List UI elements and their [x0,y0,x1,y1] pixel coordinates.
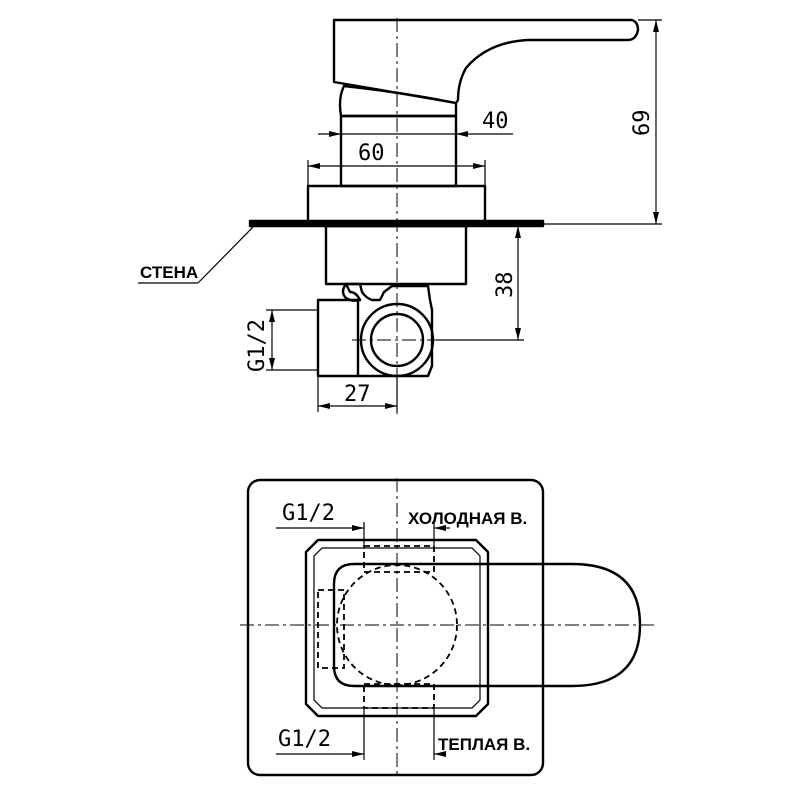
dim-cold-thread-text: G1/2 [282,501,335,526]
dim-27-text: 27 [344,382,371,407]
top-view: G1/2 ХОЛОДНАЯ В. G1/2 ТЕПЛАЯ В. [240,478,658,777]
wall-rosette [246,478,545,777]
wall-leader-line [197,223,257,284]
dim-g12-side-text: G1/2 [245,319,270,372]
dim-g12-arrow-bottom [269,358,275,370]
dim-60-arrow-left [308,163,320,169]
dim-38-arrow-bottom [515,328,521,340]
hidden-inlet-top [363,545,435,573]
dim-40-arrow-left [329,131,341,137]
dim-warm-arrow-left [352,751,364,757]
lever-top-outline [332,562,642,688]
lever-handle [332,18,640,105]
mixer-body [324,224,468,286]
connection-notch [341,282,362,302]
warm-water-label: ТЕПЛАЯ В. [438,735,530,754]
hidden-inlet-bottom [363,683,435,709]
dim-40-text: 40 [482,109,509,134]
dim-69-arrow-top [653,20,659,32]
dim-cold-arrow-right [434,525,446,531]
cartridge-dome [338,84,458,118]
dim-27-arrow-right [385,403,397,409]
dim-60-text: 60 [358,141,385,166]
wall-label: СТЕНА [140,263,198,282]
dim-27-arrow-left [318,403,330,409]
hidden-outlet-left [317,589,345,669]
side-view: 40 60 69 38 G1/2 27 [138,18,662,418]
dim-69-arrow-bottom [653,212,659,224]
dim-38-text: 38 [493,272,518,299]
octagonal-body-inner [313,547,481,709]
dim-40-arrow-right [456,131,468,137]
dim-warm-arrow-right [434,751,446,757]
connection-body [316,282,434,378]
dim-warm-thread-text: G1/2 [278,727,331,752]
cold-water-label: ХОЛОДНАЯ В. [408,509,527,528]
dim-38-arrow-top [515,226,521,238]
octagonal-body [304,538,490,718]
dim-cold-arrow-left [352,525,364,531]
dim-60-arrow-right [473,163,485,169]
dim-69-text: 69 [630,110,655,137]
dim-g12-arrow-top [269,310,275,322]
